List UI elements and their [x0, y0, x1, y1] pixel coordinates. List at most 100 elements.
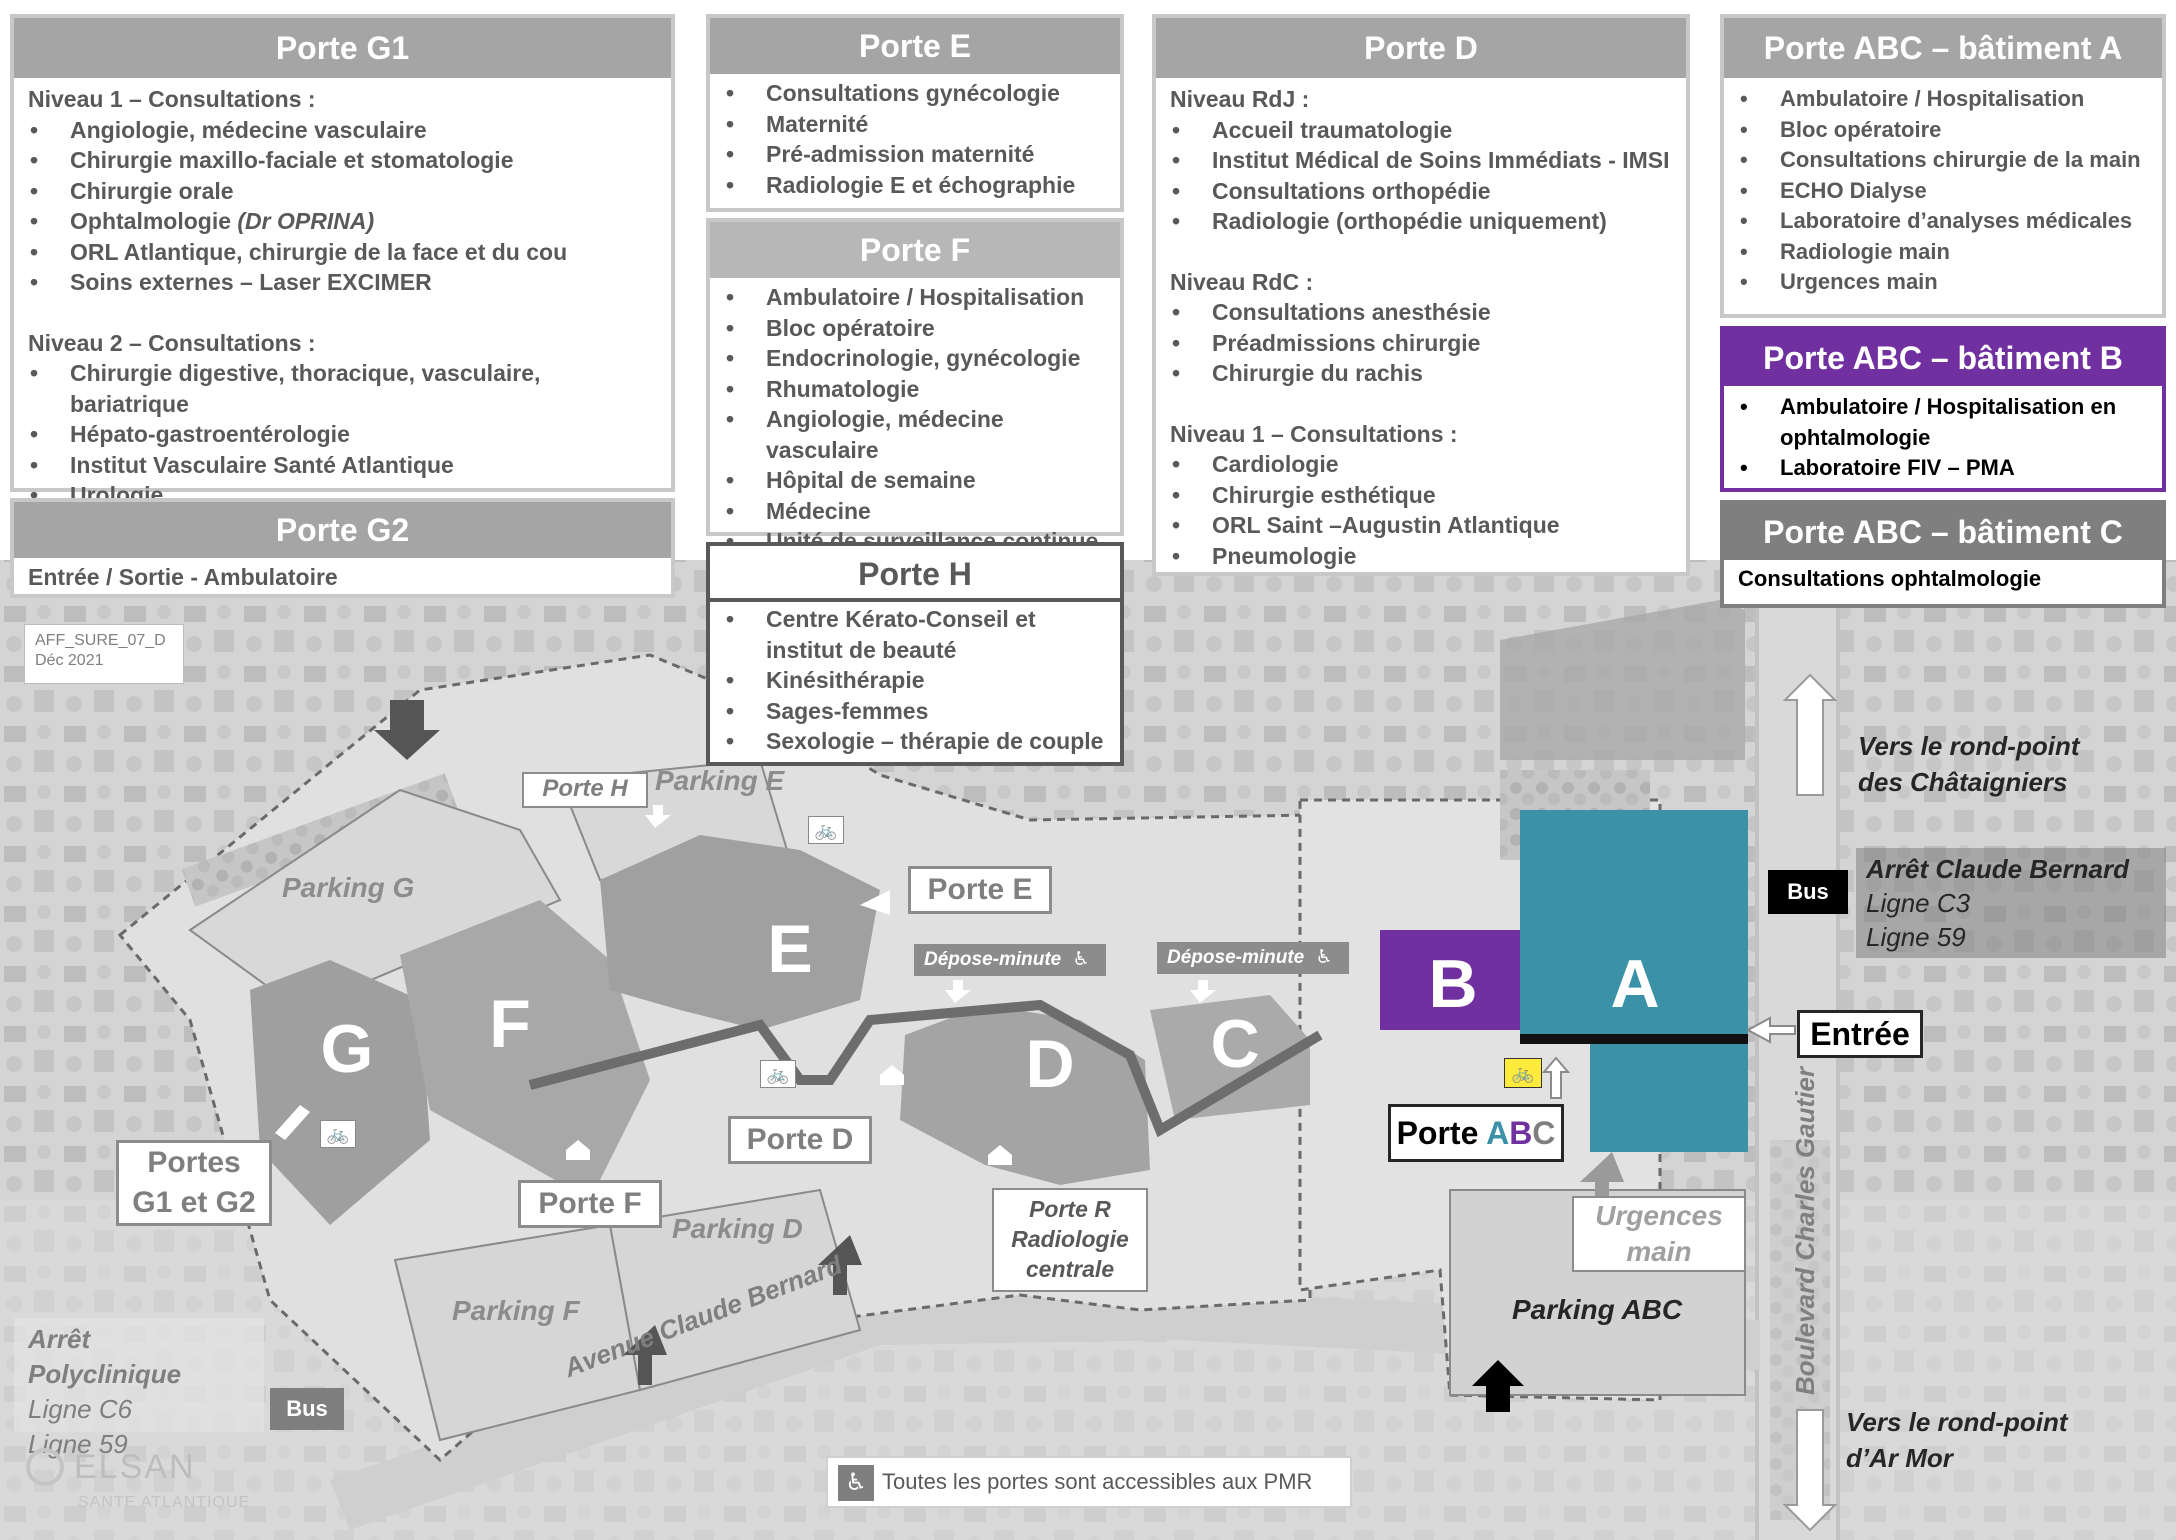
list-item: Pré-admission maternité [724, 139, 1108, 170]
building-a-south [1590, 1040, 1748, 1152]
list-item: Radiologie main [1738, 237, 2150, 268]
panel-porte-f: Porte F Ambulatoire / Hospitalisation Bl… [706, 218, 1124, 556]
building-label-g: G [320, 1011, 374, 1087]
list-item: Chirurgie digestive, thoracique, vascula… [28, 358, 659, 419]
arrow-icon [623, 1325, 667, 1385]
entrance-label: Entrée [1797, 1010, 1923, 1058]
panel-body: Ambulatoire / Hospitalisation Bloc opéra… [1724, 78, 2162, 306]
building-d [900, 1005, 1150, 1185]
gate-label-portes-g1-g2: Portes G1 et G2 [116, 1140, 272, 1226]
list-item-text: Ophtalmologie [70, 208, 231, 234]
bike-icon: 🚲 [320, 1120, 356, 1148]
list-item: Institut Vasculaire Santé Atlantique [28, 450, 659, 481]
parking-d-area [608, 1188, 862, 1392]
list-item: Ambulatoire / Hospitalisation en ophtalm… [1738, 392, 2150, 453]
list-item: Centre Kérato-Conseil et institut de bea… [724, 604, 1108, 665]
list-item: Hépato-gastroentérologie [28, 419, 659, 450]
bus-line: Ligne C3 [1866, 888, 1971, 918]
depose-label: Dépose-minute [924, 949, 1062, 970]
logo-subtitle: SANTE ATLANTIQUE [78, 1494, 251, 1511]
list-item: Consultations orthopédie [1170, 176, 1674, 207]
parking-abc-label: Parking ABC [1512, 1294, 1683, 1325]
panel-porte-g1: Porte G1 Niveau 1 – Consultations : Angi… [10, 14, 675, 510]
list-item: Laboratoire FIV – PMA [1738, 453, 2150, 484]
avenue-road [330, 1290, 1760, 1530]
building-e [600, 835, 880, 1030]
arrow-icon [1580, 1152, 1624, 1205]
list-item: Hôpital de semaine [724, 465, 1108, 496]
service-list: Accueil traumatologie Institut Médical d… [1170, 115, 1674, 237]
parking-d-label: Parking D [672, 1213, 803, 1244]
service-list: Chirurgie digestive, thoracique, vascula… [28, 358, 659, 511]
depose-label: Dépose-minute [1167, 947, 1305, 968]
panel-porte-h: Porte H Centre Kérato-Conseil et institu… [706, 542, 1124, 766]
panel-title: Porte ABC – bâtiment C [1724, 504, 2162, 560]
list-item: ORL Saint –Augustin Atlantique [1170, 510, 1674, 541]
list-item: Angiologie, médecine vasculaire [724, 404, 1108, 465]
depose-minute-left: Dépose-minute ♿ [914, 944, 1106, 976]
wheelchair-icon: ♿ [1315, 947, 1333, 968]
arrow-down-icon [1782, 1409, 1838, 1532]
building-a-north [1520, 810, 1748, 1042]
gate-label-porte-d: Porte D [728, 1116, 872, 1164]
wheelchair-icon: ♿ [1072, 949, 1090, 970]
panel-body: Niveau 1 – Consultations : Angiologie, m… [14, 78, 671, 519]
arrow-icon [374, 700, 440, 760]
pmr-accessibility-note: ♿Toutes les portes sont accessibles aux … [826, 1456, 1352, 1508]
building-label-c: C [1210, 1006, 1260, 1082]
list-item: Sexologie – thérapie de couple [724, 726, 1108, 757]
bus-line: Ligne C6 [28, 1394, 133, 1424]
panel-title: Porte G2 [14, 502, 671, 558]
panel-title: Porte H [710, 546, 1120, 602]
list-item: Pneumologie [1170, 541, 1674, 572]
pmr-note-text: Toutes les portes sont accessibles aux P… [882, 1469, 1313, 1494]
panel-body: Consultations gynécologie Maternité Pré-… [710, 74, 1120, 208]
level-heading: Niveau 2 – Consultations : [28, 329, 316, 356]
panel-text: Consultations ophtalmologie [1738, 566, 2042, 591]
panel-body: Ambulatoire / Hospitalisation Bloc opéra… [710, 278, 1120, 565]
panel-title: Porte D [1156, 18, 1686, 78]
panel-title: Porte F [710, 222, 1120, 278]
gate-label-porte-r: Porte R Radiologie centrale [992, 1188, 1148, 1292]
porte-abc-letter-c: C [1532, 1115, 1556, 1151]
list-item: Sages-femmes [724, 696, 1108, 727]
list-item: Cardiologie [1170, 449, 1674, 480]
service-list: Ambulatoire / Hospitalisation Bloc opéra… [1738, 84, 2150, 298]
panel-porte-g2: Porte G2 Entrée / Sortie - Ambulatoire [10, 498, 675, 598]
list-item: Radiologie (orthopédie uniquement) [1170, 206, 1674, 237]
list-item: Accueil traumatologie [1170, 115, 1674, 146]
list-item: Ophtalmologie (Dr OPRINA) [28, 206, 659, 237]
service-list: Cardiologie Chirurgie esthétique ORL Sai… [1170, 449, 1674, 571]
list-item: Institut Médical de Soins Immédiats - IM… [1170, 145, 1674, 176]
gate-label-line: Portes [147, 1146, 241, 1179]
building-b [1380, 930, 1525, 1030]
level-heading: Niveau 1 – Consultations : [1170, 420, 1458, 447]
list-item: Ambulatoire / Hospitalisation [724, 282, 1108, 313]
gate-label-line: Porte R [1029, 1196, 1111, 1222]
panel-porte-e: Porte E Consultations gynécologie Matern… [706, 14, 1124, 212]
list-item: Kinésithérapie [724, 665, 1108, 696]
porte-abc-prefix: Porte [1396, 1115, 1487, 1151]
urgences-main-label: Urgences main [1572, 1196, 1746, 1272]
list-item: Chirurgie orale [28, 176, 659, 207]
list-item: Rhumatologie [724, 374, 1108, 405]
panel-porte-abc-a: Porte ABC – bâtiment A Ambulatoire / Hos… [1720, 14, 2166, 318]
bus-stop-name: Arrêt Claude Bernard [1866, 854, 2129, 884]
service-list: Centre Kérato-Conseil et institut de bea… [724, 604, 1108, 757]
list-item: Radiologie E et échographie [724, 170, 1108, 201]
gate-label-porte-h: Porte H [522, 772, 648, 808]
panel-body: Ambulatoire / Hospitalisation en ophtalm… [1724, 386, 2162, 492]
list-item: Angiologie, médecine vasculaire [28, 115, 659, 146]
panel-title: Porte ABC – bâtiment B [1724, 330, 2162, 386]
building-label-d: D [1025, 1026, 1075, 1102]
list-item: Préadmissions chirurgie [1170, 328, 1674, 359]
panel-porte-abc-b: Porte ABC – bâtiment B Ambulatoire / Hos… [1720, 326, 2166, 492]
parking-g-label: Parking G [282, 872, 415, 903]
panel-porte-d: Porte D Niveau RdJ : Accueil traumatolog… [1152, 14, 1690, 576]
list-item: Chirurgie esthétique [1170, 480, 1674, 511]
building-label-b: B [1428, 946, 1478, 1022]
list-item: Consultations chirurgie de la main [1738, 145, 2150, 176]
list-item: Endocrinologie, gynécologie [724, 343, 1108, 374]
service-list: Ambulatoire / Hospitalisation Bloc opéra… [724, 282, 1108, 557]
